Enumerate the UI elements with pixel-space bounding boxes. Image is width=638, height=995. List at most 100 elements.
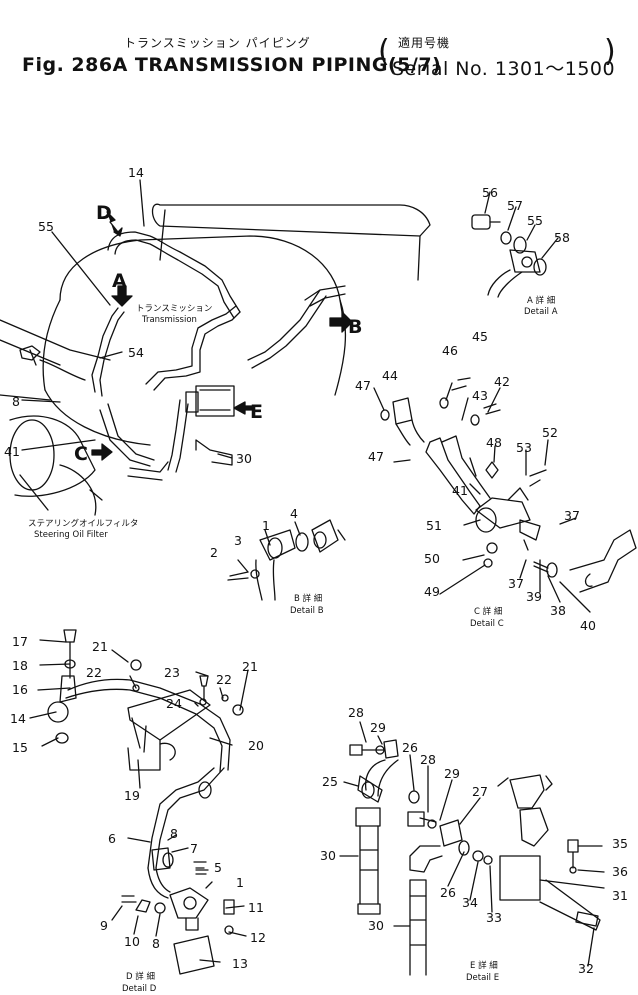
view-letter-c: C [74, 443, 88, 465]
callout-d-24: 24 [166, 696, 182, 711]
callout-a-55: 55 [527, 213, 543, 228]
serial-label-japanese: 適用号機 [398, 36, 451, 50]
callout-54: 54 [128, 345, 144, 360]
callout-e-31: 31 [612, 888, 628, 903]
callout-e-35: 35 [612, 836, 628, 851]
callout-30: 30 [236, 451, 252, 466]
callout-d-22a: 22 [86, 665, 102, 680]
view-letter-d: D [96, 202, 112, 224]
steering-filter-label-jp: ステアリングオイルフィルタ [28, 518, 138, 529]
steering-filter-label: Steering Oil Filter [34, 530, 108, 540]
callout-c-42: 42 [494, 374, 510, 389]
transmission-label-jp: トランスミッション [136, 304, 212, 314]
callout-e-30a: 30 [320, 848, 336, 863]
callout-b-2: 2 [210, 545, 218, 560]
detail-d-labels: 1 7 21 18 23 22 16 22 21 24 14 20 15 19 6… [10, 634, 266, 994]
callout-a-56: 56 [482, 185, 498, 200]
callout-d-14: 14 [10, 711, 26, 726]
detail-e-drawing [339, 721, 605, 976]
callout-e-26a: 26 [402, 740, 418, 755]
detail-e-caption: Detail E [466, 973, 499, 983]
view-letter-e: E [250, 401, 263, 423]
view-letter-a: A [112, 270, 127, 292]
callout-e-36: 36 [612, 864, 628, 879]
callout-e-29b: 29 [444, 766, 460, 781]
callout-d-18: 18 [12, 658, 28, 673]
callout-a-57: 57 [507, 198, 523, 213]
main-view-labels: D A B E C トランスミッション Transmission ステアリングオ… [4, 165, 362, 540]
callout-e-30b: 30 [368, 918, 384, 933]
figure-title: Fig. 286A TRANSMISSION PIPING(5/7) [22, 54, 442, 76]
callout-e-28b: 28 [420, 752, 436, 767]
callout-d-13: 13 [232, 956, 248, 971]
callout-c-44: 44 [382, 368, 398, 383]
callout-d-19: 19 [124, 788, 140, 803]
callout-d-22b: 22 [216, 672, 232, 687]
callout-8: 8 [12, 394, 20, 409]
callout-d-10: 10 [124, 934, 140, 949]
detail-b-caption: Detail B [290, 606, 324, 616]
callout-e-29a: 29 [370, 720, 386, 735]
callout-c-41: 41 [452, 483, 468, 498]
callout-e-32: 32 [578, 961, 594, 976]
callout-d-12: 12 [250, 930, 266, 945]
callout-b-1: 1 [262, 518, 270, 533]
callout-d-9: 9 [100, 918, 108, 933]
detail-a-labels: 56 57 55 58 A 詳 細 Detail A [482, 185, 570, 317]
detail-b-drawing [227, 519, 346, 601]
callout-d-8b: 8 [152, 936, 160, 951]
callout-c-45: 45 [472, 329, 488, 344]
callout-d-1: 1 [236, 875, 244, 890]
detail-b-caption-jp: B 詳 細 [294, 593, 322, 604]
callout-c-48: 48 [486, 435, 502, 450]
detail-c-drawing [373, 377, 637, 613]
callout-e-33: 33 [486, 910, 502, 925]
callout-e-25: 25 [322, 774, 338, 789]
detail-a-caption: Detail A [524, 307, 558, 317]
paren-open: ( [378, 34, 390, 69]
callout-c-47a: 47 [355, 378, 371, 393]
callout-c-40: 40 [580, 618, 596, 633]
callout-d-7: 7 [190, 841, 198, 856]
figure-header: トランスミッション パイピング Fig. 286A TRANSMISSION P… [0, 0, 638, 80]
callout-d-23: 23 [164, 665, 180, 680]
callout-c-37b: 37 [508, 576, 524, 591]
callout-d-5: 5 [214, 860, 222, 875]
callout-e-27: 27 [472, 784, 488, 799]
callout-b-3: 3 [234, 533, 242, 548]
callout-c-38: 38 [550, 603, 566, 618]
callout-d-8a: 8 [170, 826, 178, 841]
callout-d-21a: 21 [92, 639, 108, 654]
detail-e-caption-jp: E 詳 細 [470, 960, 498, 971]
callout-d-21b: 21 [242, 659, 258, 674]
detail-c-caption: Detail C [470, 619, 504, 629]
callout-c-37a: 37 [564, 508, 580, 523]
callout-c-47b: 47 [368, 449, 384, 464]
detail-c-labels: 45 46 44 42 43 47 47 48 53 52 41 37 51 5… [355, 329, 596, 633]
callout-c-51: 51 [426, 518, 442, 533]
callout-d-20: 20 [248, 738, 264, 753]
callout-c-46: 46 [442, 343, 458, 358]
callout-41: 41 [4, 444, 20, 459]
detail-b-labels: 1 4 3 2 B 詳 細 Detail B [210, 506, 324, 616]
callout-a-58: 58 [554, 230, 570, 245]
detail-d-drawing [29, 629, 249, 975]
callout-e-34: 34 [462, 895, 478, 910]
serial-range: Serial No. 1301～1500 [392, 58, 616, 80]
callout-d-6: 6 [108, 831, 116, 846]
callout-c-39: 39 [526, 589, 542, 604]
callout-c-43: 43 [472, 388, 488, 403]
main-view-drawing [0, 179, 431, 516]
callout-b-4: 4 [290, 506, 298, 521]
callout-c-49: 49 [424, 584, 440, 599]
callout-e-28a: 28 [348, 705, 364, 720]
callout-c-53: 53 [516, 440, 532, 455]
callout-d-15: 15 [12, 740, 28, 755]
detail-a-caption-jp: A 詳 細 [527, 295, 555, 306]
detail-d-caption: Detail D [122, 984, 157, 994]
title-japanese: トランスミッション パイピング [124, 36, 311, 50]
callout-e-26b: 26 [440, 885, 456, 900]
callout-d-16: 16 [12, 682, 28, 697]
callout-c-50: 50 [424, 551, 440, 566]
